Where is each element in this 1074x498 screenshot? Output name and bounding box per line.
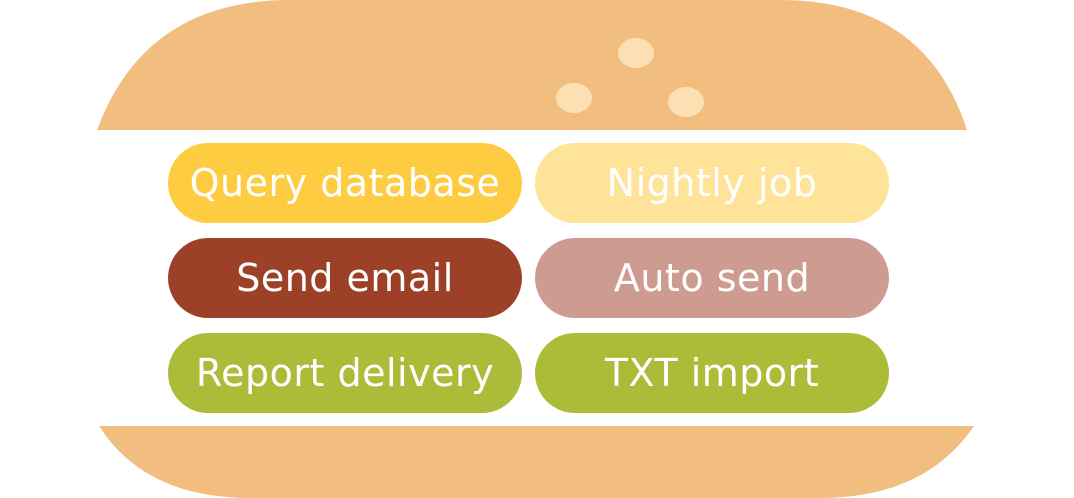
txt-import-label: TXT import [604, 351, 820, 395]
top-bun [97, 0, 967, 130]
report-delivery-label: Report delivery [195, 351, 495, 395]
auto-send-pill: Auto send [535, 238, 889, 318]
send-email-pill: Send email [168, 238, 522, 318]
sesame-seed [618, 38, 654, 68]
query-database-label: Query database [189, 161, 501, 205]
sesame-seed [668, 87, 704, 117]
nightly-job-label: Nightly job [606, 161, 818, 205]
report-delivery-pill: Report delivery [168, 333, 522, 413]
send-email-label: Send email [236, 256, 454, 300]
bottom-bun [99, 426, 974, 498]
txt-import-pill: TXT import [535, 333, 889, 413]
nightly-job-pill: Nightly job [535, 143, 889, 223]
auto-send-label: Auto send [613, 256, 811, 300]
query-database-pill: Query database [168, 143, 522, 223]
sesame-seed [556, 83, 592, 113]
